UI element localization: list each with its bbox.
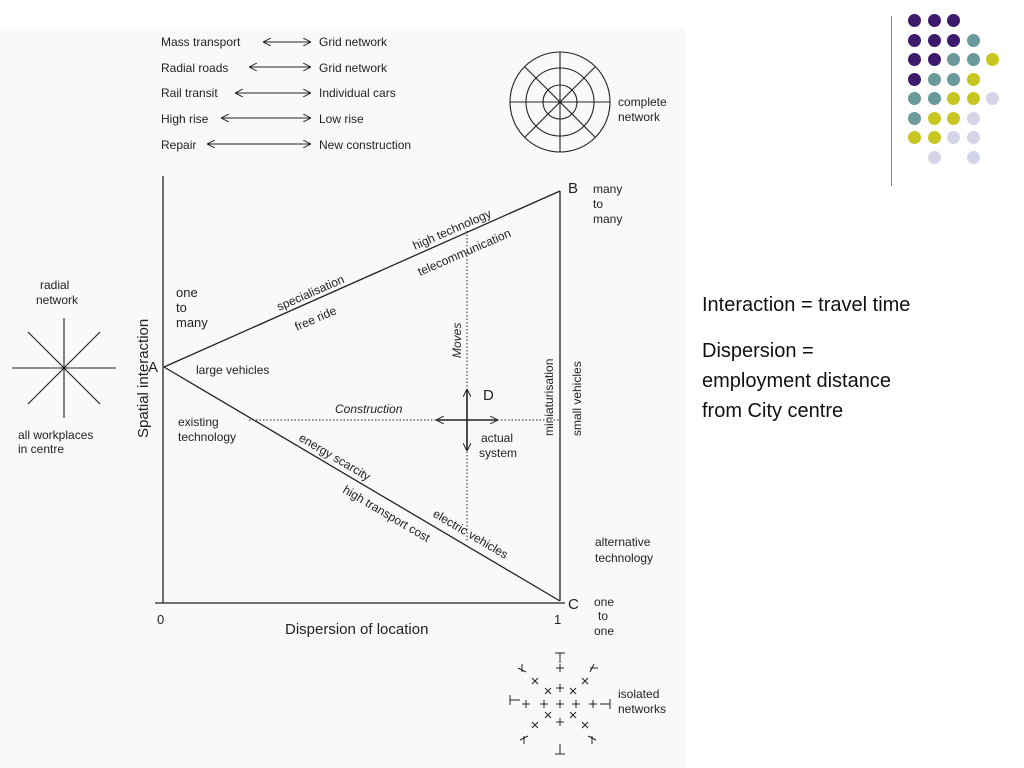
- legend-right-1: Grid network: [319, 35, 388, 49]
- label-free-ride: free ride: [293, 303, 339, 334]
- label-alternative-technology-2: technology: [595, 551, 653, 565]
- decorative-dot: [947, 131, 960, 144]
- radial-caption-1: all workplaces: [18, 428, 93, 442]
- label-large-vehicles: large vehicles: [196, 363, 269, 377]
- decorative-dot: [947, 33, 960, 47]
- decorative-dot: [908, 72, 921, 86]
- actual-system-cross-arrows: [437, 390, 497, 450]
- decorative-vertical-rule: [891, 16, 892, 186]
- figure-panel: [0, 28, 686, 768]
- decorative-dot: [908, 111, 921, 125]
- legend-left-4: High rise: [161, 112, 209, 126]
- decorative-dot: [947, 72, 960, 86]
- decorative-dot: [927, 53, 941, 66]
- legend-right-5: New construction: [319, 138, 411, 152]
- isolated-networks-label-2: networks: [618, 702, 666, 716]
- decorative-dot: [927, 14, 941, 27]
- complete-network-label-1: complete: [618, 95, 667, 109]
- label-existing-technology-1: existing: [178, 415, 219, 429]
- c-desc-1: one: [594, 595, 614, 609]
- b-desc-1: many: [593, 182, 622, 196]
- radial-caption-2: in centre: [18, 442, 64, 456]
- label-energy-scarcity: energy scarcity: [296, 431, 373, 484]
- label-existing-technology-2: technology: [178, 430, 236, 444]
- decorative-dot: [927, 33, 941, 47]
- decorative-dot: [908, 53, 921, 66]
- c-desc-3: one: [594, 624, 614, 638]
- isolated-networks-label-1: isolated: [618, 687, 659, 701]
- isolated-networks-icon: [509, 652, 611, 755]
- label-specialisation: specialisation: [275, 272, 347, 314]
- legend-left-1: Mass transport: [161, 35, 241, 49]
- y-axis-label: Spatial interaction: [135, 319, 152, 438]
- legend-right-2: Grid network: [319, 61, 388, 75]
- vertex-c: C: [568, 596, 579, 613]
- decorative-dot: [966, 72, 980, 86]
- decorative-dot: [927, 131, 941, 144]
- x-tick-1: 1: [554, 612, 561, 627]
- decorative-dot: [966, 111, 980, 125]
- decorative-dot: [927, 150, 941, 164]
- decorative-dot: [966, 92, 980, 105]
- triangle: [163, 190, 561, 602]
- note-dispersion-2: employment distance: [702, 370, 891, 392]
- decorative-dot: [986, 92, 999, 105]
- b-desc-2: to: [593, 197, 603, 211]
- label-alternative-technology-1: alternative: [595, 535, 651, 549]
- a-desc-2: to: [176, 300, 187, 315]
- label-small-vehicles: small vehicles: [570, 361, 584, 436]
- decorative-dot: [966, 53, 980, 66]
- decorative-dot: [947, 92, 960, 105]
- complete-network-label-2: network: [618, 110, 661, 124]
- decorative-dot: [986, 53, 999, 66]
- label-electric-vehicles: electric vehicles: [430, 507, 510, 562]
- legend-left-3: Rail transit: [161, 86, 218, 100]
- a-desc-3: many: [176, 315, 208, 330]
- x-tick-0: 0: [157, 612, 164, 627]
- decorative-dot: [927, 111, 941, 125]
- decorative-dot: [966, 33, 980, 47]
- complete-network-icon: [509, 51, 611, 153]
- x-axis-label: Dispersion of location: [285, 621, 428, 638]
- decorative-dot: [908, 33, 921, 47]
- decorative-dot-grid: [908, 14, 1008, 164]
- vertex-a: A: [148, 359, 158, 376]
- note-dispersion-3: from City centre: [702, 400, 844, 422]
- decorative-dot: [908, 131, 921, 144]
- radial-network-icon: [12, 318, 116, 418]
- label-miniaturisation: miniaturisation: [542, 359, 556, 436]
- decorative-dot: [947, 14, 960, 27]
- radial-network-label-2: network: [36, 293, 79, 307]
- decorative-dot: [908, 92, 921, 105]
- decorative-dot: [927, 72, 941, 86]
- c-desc-2: to: [598, 609, 608, 623]
- label-moves: Moves: [450, 323, 464, 358]
- legend-left-2: Radial roads: [161, 61, 228, 75]
- legend-right-4: Low rise: [319, 112, 364, 126]
- note-dispersion-1: Dispersion =: [702, 340, 814, 362]
- label-actual-system-1: actual: [481, 431, 513, 445]
- legend-pairs: Mass transport Grid network Radial roads…: [161, 35, 411, 152]
- decorative-dot: [947, 53, 960, 66]
- vertex-b: B: [568, 180, 578, 197]
- b-desc-3: many: [593, 212, 622, 226]
- a-desc-1: one: [176, 285, 198, 300]
- radial-network-label-1: radial: [40, 278, 69, 292]
- decorative-dot: [966, 150, 980, 164]
- legend-left-5: Repair: [161, 138, 196, 152]
- note-interaction: Interaction = travel time: [702, 294, 911, 316]
- label-actual-system-2: system: [479, 446, 517, 460]
- decorative-dot: [947, 111, 960, 125]
- decorative-dot: [966, 131, 980, 144]
- legend-right-3: Individual cars: [319, 86, 396, 100]
- label-high-transport-cost: high transport cost: [340, 483, 433, 546]
- vertex-d: D: [483, 387, 494, 404]
- decorative-dot: [927, 92, 941, 105]
- label-construction: Construction: [335, 402, 403, 416]
- decorative-dot: [908, 14, 921, 27]
